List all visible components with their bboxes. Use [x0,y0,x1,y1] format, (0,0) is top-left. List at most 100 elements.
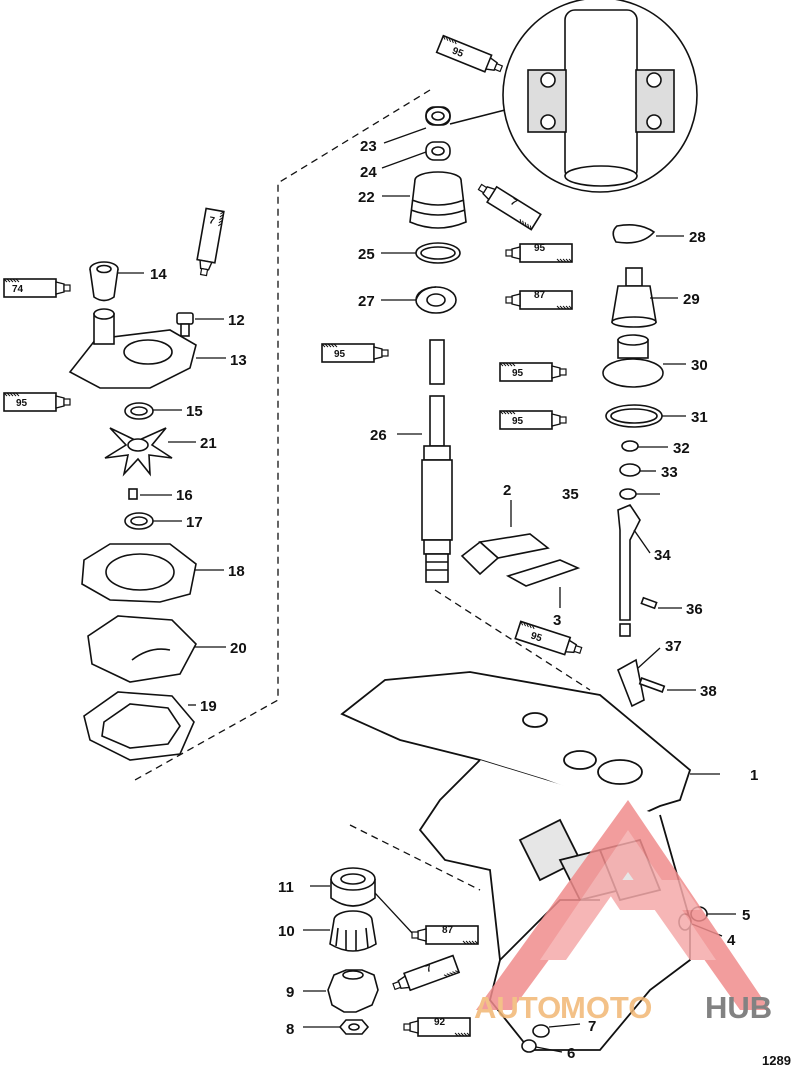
dashed-assembly-lines [134,89,591,891]
svg-text:95: 95 [512,416,524,427]
part-11-bearing-race [330,867,376,907]
callout-19: 19 [200,698,217,715]
svg-text:7: 7 [424,963,433,975]
svg-text:7: 7 [208,215,216,227]
part-35-washer [619,488,637,500]
part-29-shift-shaft-bushing [611,267,657,328]
part-19-gasket [83,691,195,761]
tube-95-31: 95 [499,410,567,430]
svg-text:95: 95 [512,368,524,379]
callout-9: 9 [286,984,294,1001]
tube-7-top: 7 [474,178,542,231]
tube-92-8: 92 [403,1017,471,1037]
part-27-bearing [415,286,457,314]
watermark-text-hub: HUB [705,990,772,1025]
callout-2: 2 [503,482,511,499]
part-9-pinion-gear [327,969,379,1013]
callout-23: 23 [360,138,377,155]
callout-15: 15 [186,403,203,420]
part-26-driveshaft [421,339,453,583]
callout-24: 24 [360,164,377,181]
callout-14: 14 [150,266,167,283]
part-24-bearing [425,141,451,161]
callout-25: 25 [358,246,375,263]
part-13-pump-housing [68,308,197,389]
part-33-washer [619,463,641,477]
part-21-impeller [104,427,173,477]
svg-text:87: 87 [442,925,454,936]
tube-87-10: 87 [411,925,479,945]
callout-11: 11 [278,879,294,896]
tube-95-26: 95 [321,343,389,363]
part-15-seal [124,402,154,420]
part-25-o-ring [415,242,461,264]
part-2-pad [460,533,550,576]
svg-text:95: 95 [334,349,346,360]
watermark-text-moto: MOTO [560,990,652,1025]
callout-20: 20 [230,640,247,657]
lubricant-tubes: 95 7 95 87 95 95 95 95 74 7 95 87 7 92 [3,34,585,1037]
lower-gear-parts [327,867,708,1053]
part-12-screw [176,312,194,337]
callout-38: 38 [700,683,717,700]
tube-87-27: 87 [505,290,573,310]
part-18-gasket [81,543,197,603]
part-34-shift-shaft [617,504,641,637]
callout-32: 32 [673,440,690,457]
tube-95-top: 95 [435,34,506,78]
part-37-shift-coupler [617,658,645,708]
svg-text:87: 87 [534,290,546,301]
callout-16: 16 [176,487,193,504]
part-14-bushing [89,261,119,302]
part-32-washer [621,440,639,452]
callout-21: 21 [200,435,217,452]
part-22-oil-seal-carrier [409,171,467,229]
callout-1: 1 [750,767,758,784]
callout-3: 3 [553,612,561,629]
callout-5: 5 [742,907,750,924]
part-6-screw [521,1039,537,1053]
tube-95-13: 95 [3,392,71,412]
part-36-pin [640,596,658,610]
svg-text:95: 95 [534,243,546,254]
callout-22: 22 [358,189,375,206]
callout-6: 6 [567,1045,575,1062]
callout-numbers: 1 2 3 4 5 6 7 8 9 10 11 12 13 14 15 16 1… [150,138,758,1062]
callout-37: 37 [665,638,682,655]
tube-7-12: 7 [193,207,225,278]
tube-95-37: 95 [514,620,585,660]
callout-36: 36 [686,601,703,618]
svg-text:95: 95 [16,398,28,409]
callout-10: 10 [278,923,295,940]
part-8-nut [338,1019,370,1035]
figure-number: 1289 [762,1053,791,1068]
callout-28: 28 [689,229,706,246]
callout-33: 33 [661,464,678,481]
callout-27: 27 [358,293,375,310]
part-3-pad [505,559,581,587]
callout-30: 30 [691,357,708,374]
part-31-o-ring [605,404,663,428]
part-10-tapered-bearing [329,910,377,952]
callout-13: 13 [230,352,247,369]
svg-text:95: 95 [529,631,543,645]
callout-26: 26 [370,427,387,444]
seal-detail-view [449,0,698,193]
part-23-seal [425,106,451,126]
part-17-seal [124,512,154,530]
tube-7-9: 7 [390,954,460,996]
callout-18: 18 [228,563,245,580]
watermark-text-auto: AUTO [474,990,561,1025]
driveshaft-parts [409,106,467,583]
callout-4: 4 [727,932,736,949]
part-28-retaining-ring [612,224,656,244]
callout-8: 8 [286,1021,294,1038]
callout-34: 34 [654,547,671,564]
part-20-face-plate [87,615,197,683]
shift-parts [460,224,666,708]
tube-74: 74 [3,278,71,298]
callout-31: 31 [691,409,708,426]
callout-12: 12 [228,312,245,329]
svg-text:74: 74 [12,284,24,295]
